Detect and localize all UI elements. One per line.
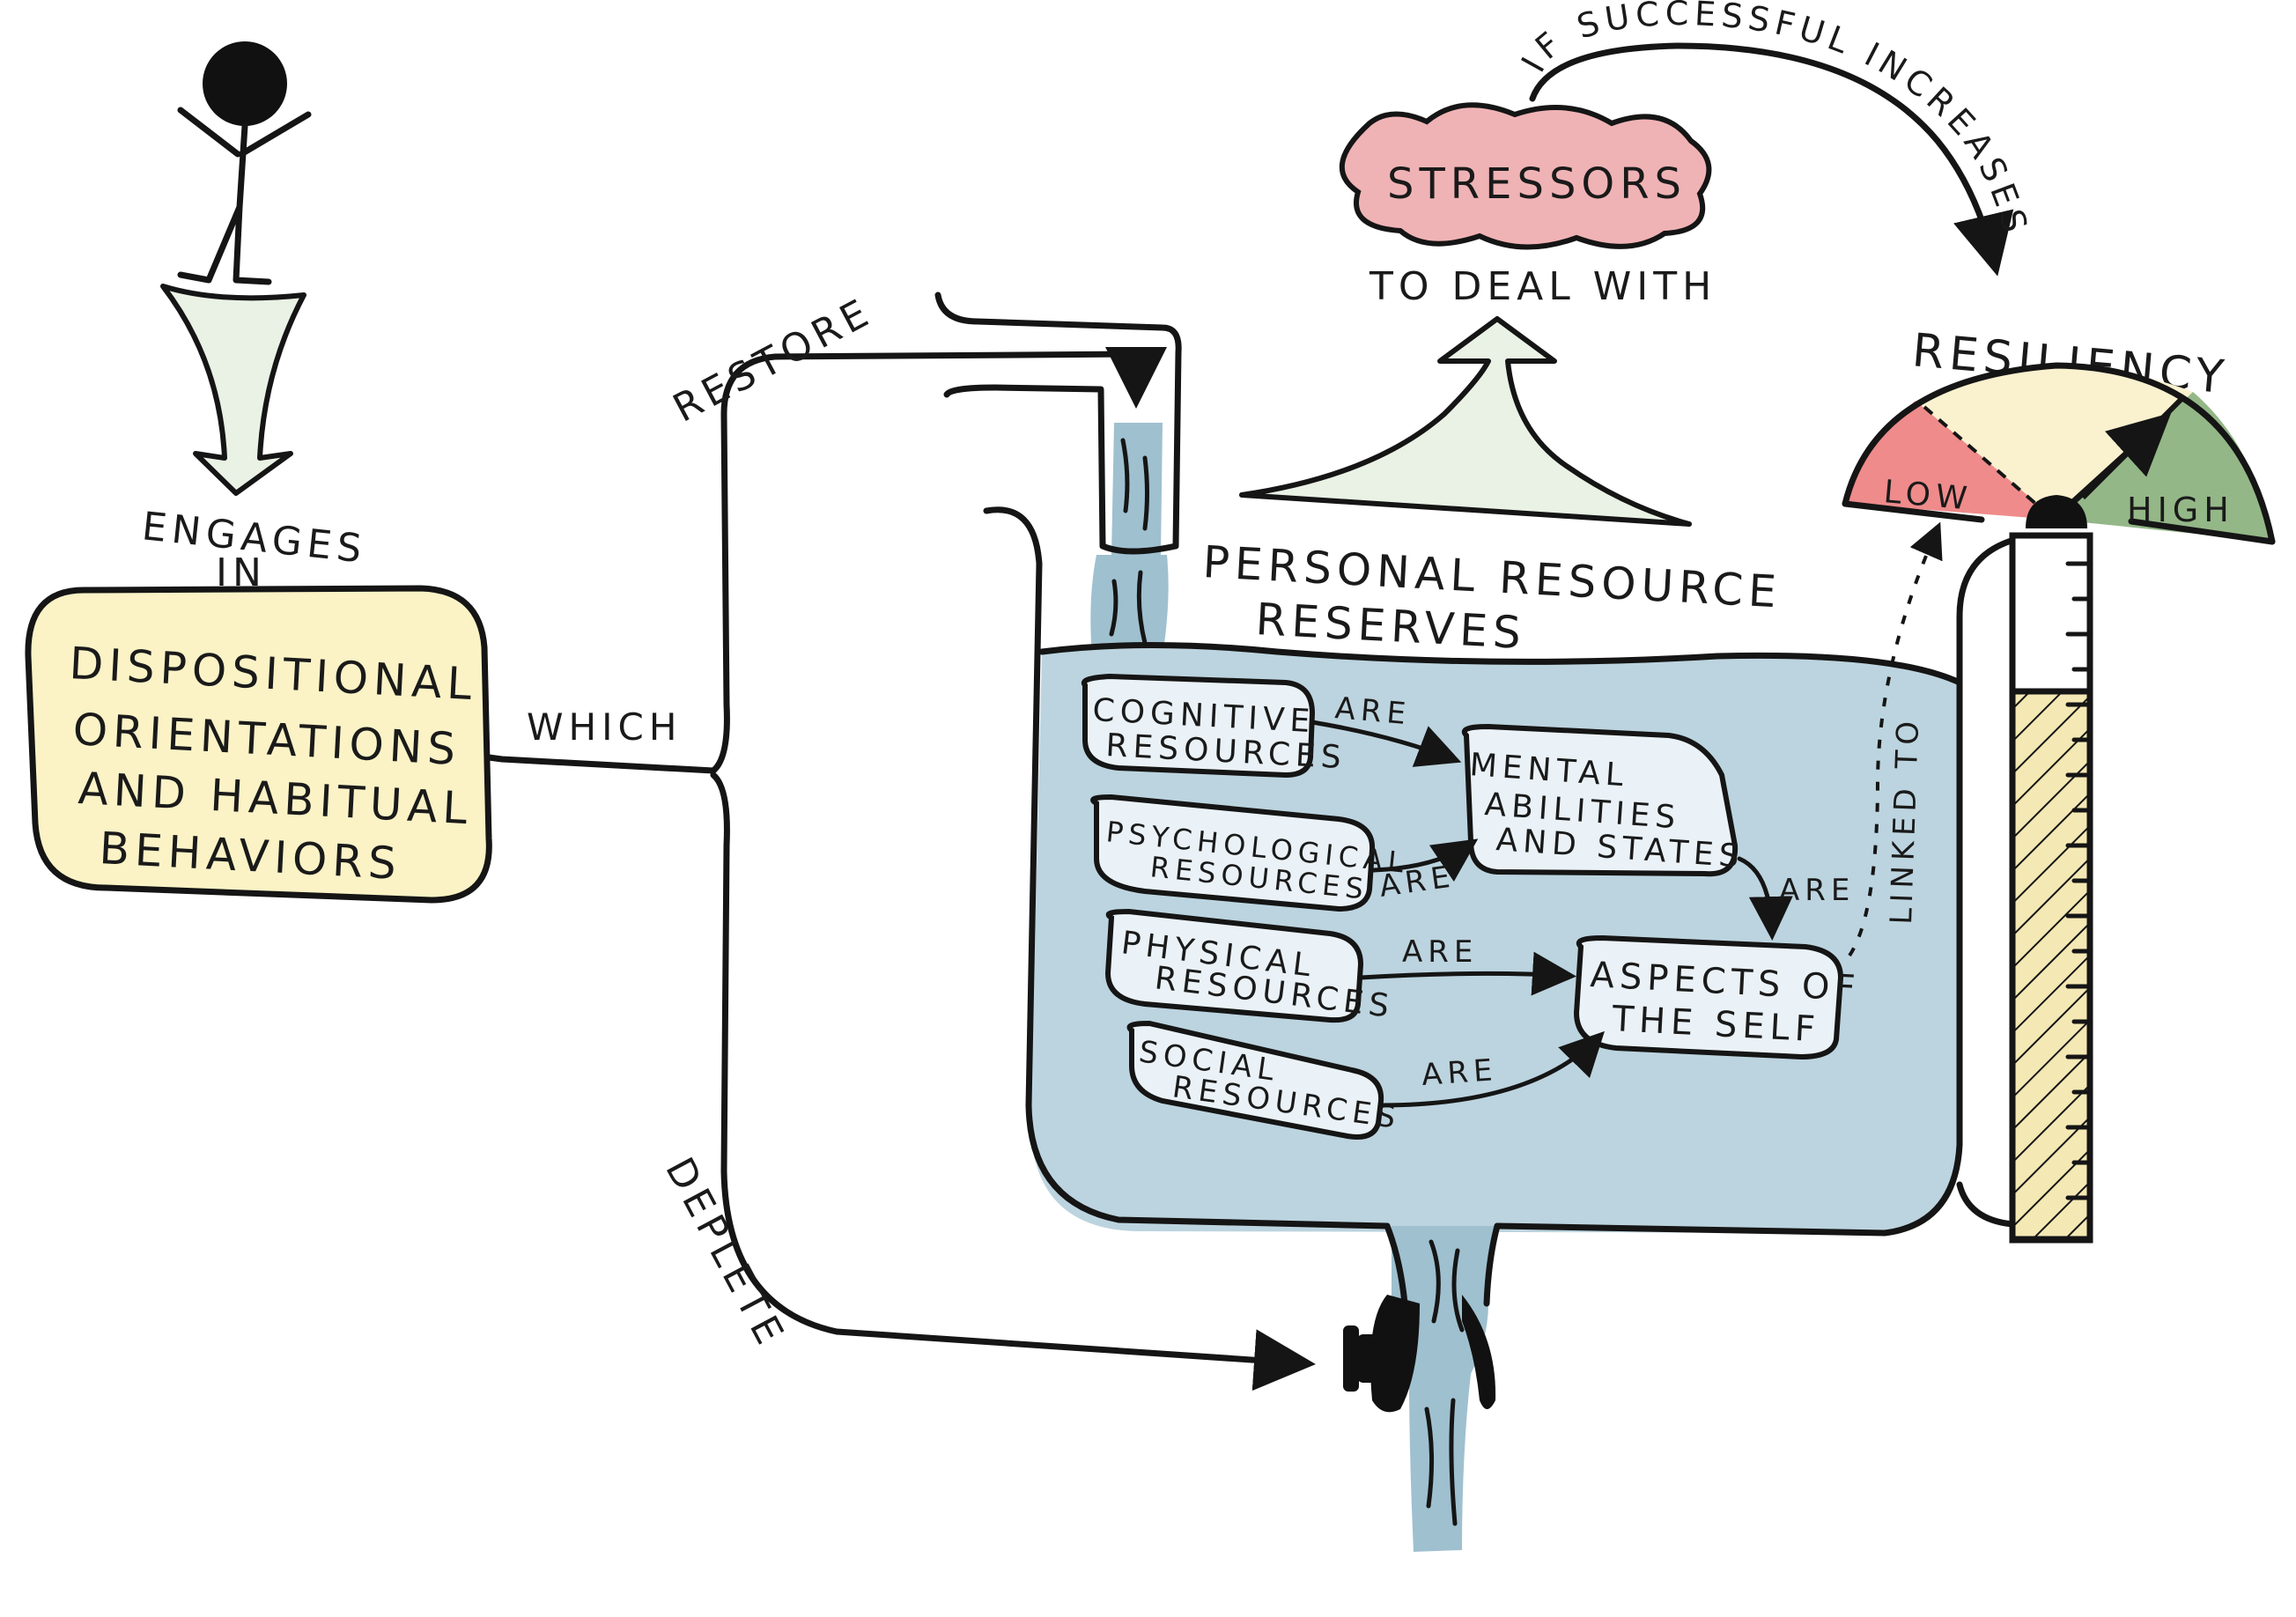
which-connector [485, 754, 717, 774]
stressors-label: STRESSORS [1387, 159, 1687, 209]
aspects-of-self-box: ASPECTS OF THE SELF [1573, 934, 1862, 1060]
if-successful-arrow [1529, 42, 2014, 277]
relation-arrows [1310, 720, 1793, 1108]
which-label: WHICH [527, 705, 682, 749]
engages-down-arrow [160, 284, 306, 496]
are-label-social: ARE [1421, 1052, 1499, 1093]
psychological-resources-box: PSYCHOLOGICAL RESOURCES [1090, 794, 1410, 912]
gauge-low-label: LOW [1882, 474, 1974, 518]
linked-to-label: LINKED TO [1884, 715, 1926, 925]
inflow-pipe [934, 292, 1182, 656]
restore-line [710, 347, 1167, 774]
resiliency-gauge [1842, 362, 2276, 545]
to-deal-with-label: TO DEAL WITH [1369, 264, 1716, 309]
are-label-physical: ARE [1402, 934, 1478, 970]
stick-figure-icon [177, 41, 312, 285]
physical-resources-box: PHYSICAL RESOURCES [1104, 908, 1396, 1025]
restore-label: RESTORE [666, 289, 880, 432]
are-label-mental: ARE [1779, 873, 1855, 908]
gauge-high-label: HIGH [2127, 491, 2234, 529]
cognitive-resources-box: COGNITIVE RESOURCES [1081, 673, 1347, 779]
are-label-cognitive: ARE [1333, 690, 1413, 732]
tank-title-line-2: RESERVES [1254, 594, 1527, 659]
mental-abilities-box: MENTAL ABILITIES AND STATES [1461, 723, 1746, 877]
deplete-line [710, 772, 1316, 1392]
up-arrow [1239, 316, 1692, 527]
stressors-cloud [1339, 102, 1712, 250]
disposition-box [25, 585, 492, 904]
resiliency-thermometer [1956, 532, 2093, 1244]
linked-to-line [1848, 521, 1943, 957]
